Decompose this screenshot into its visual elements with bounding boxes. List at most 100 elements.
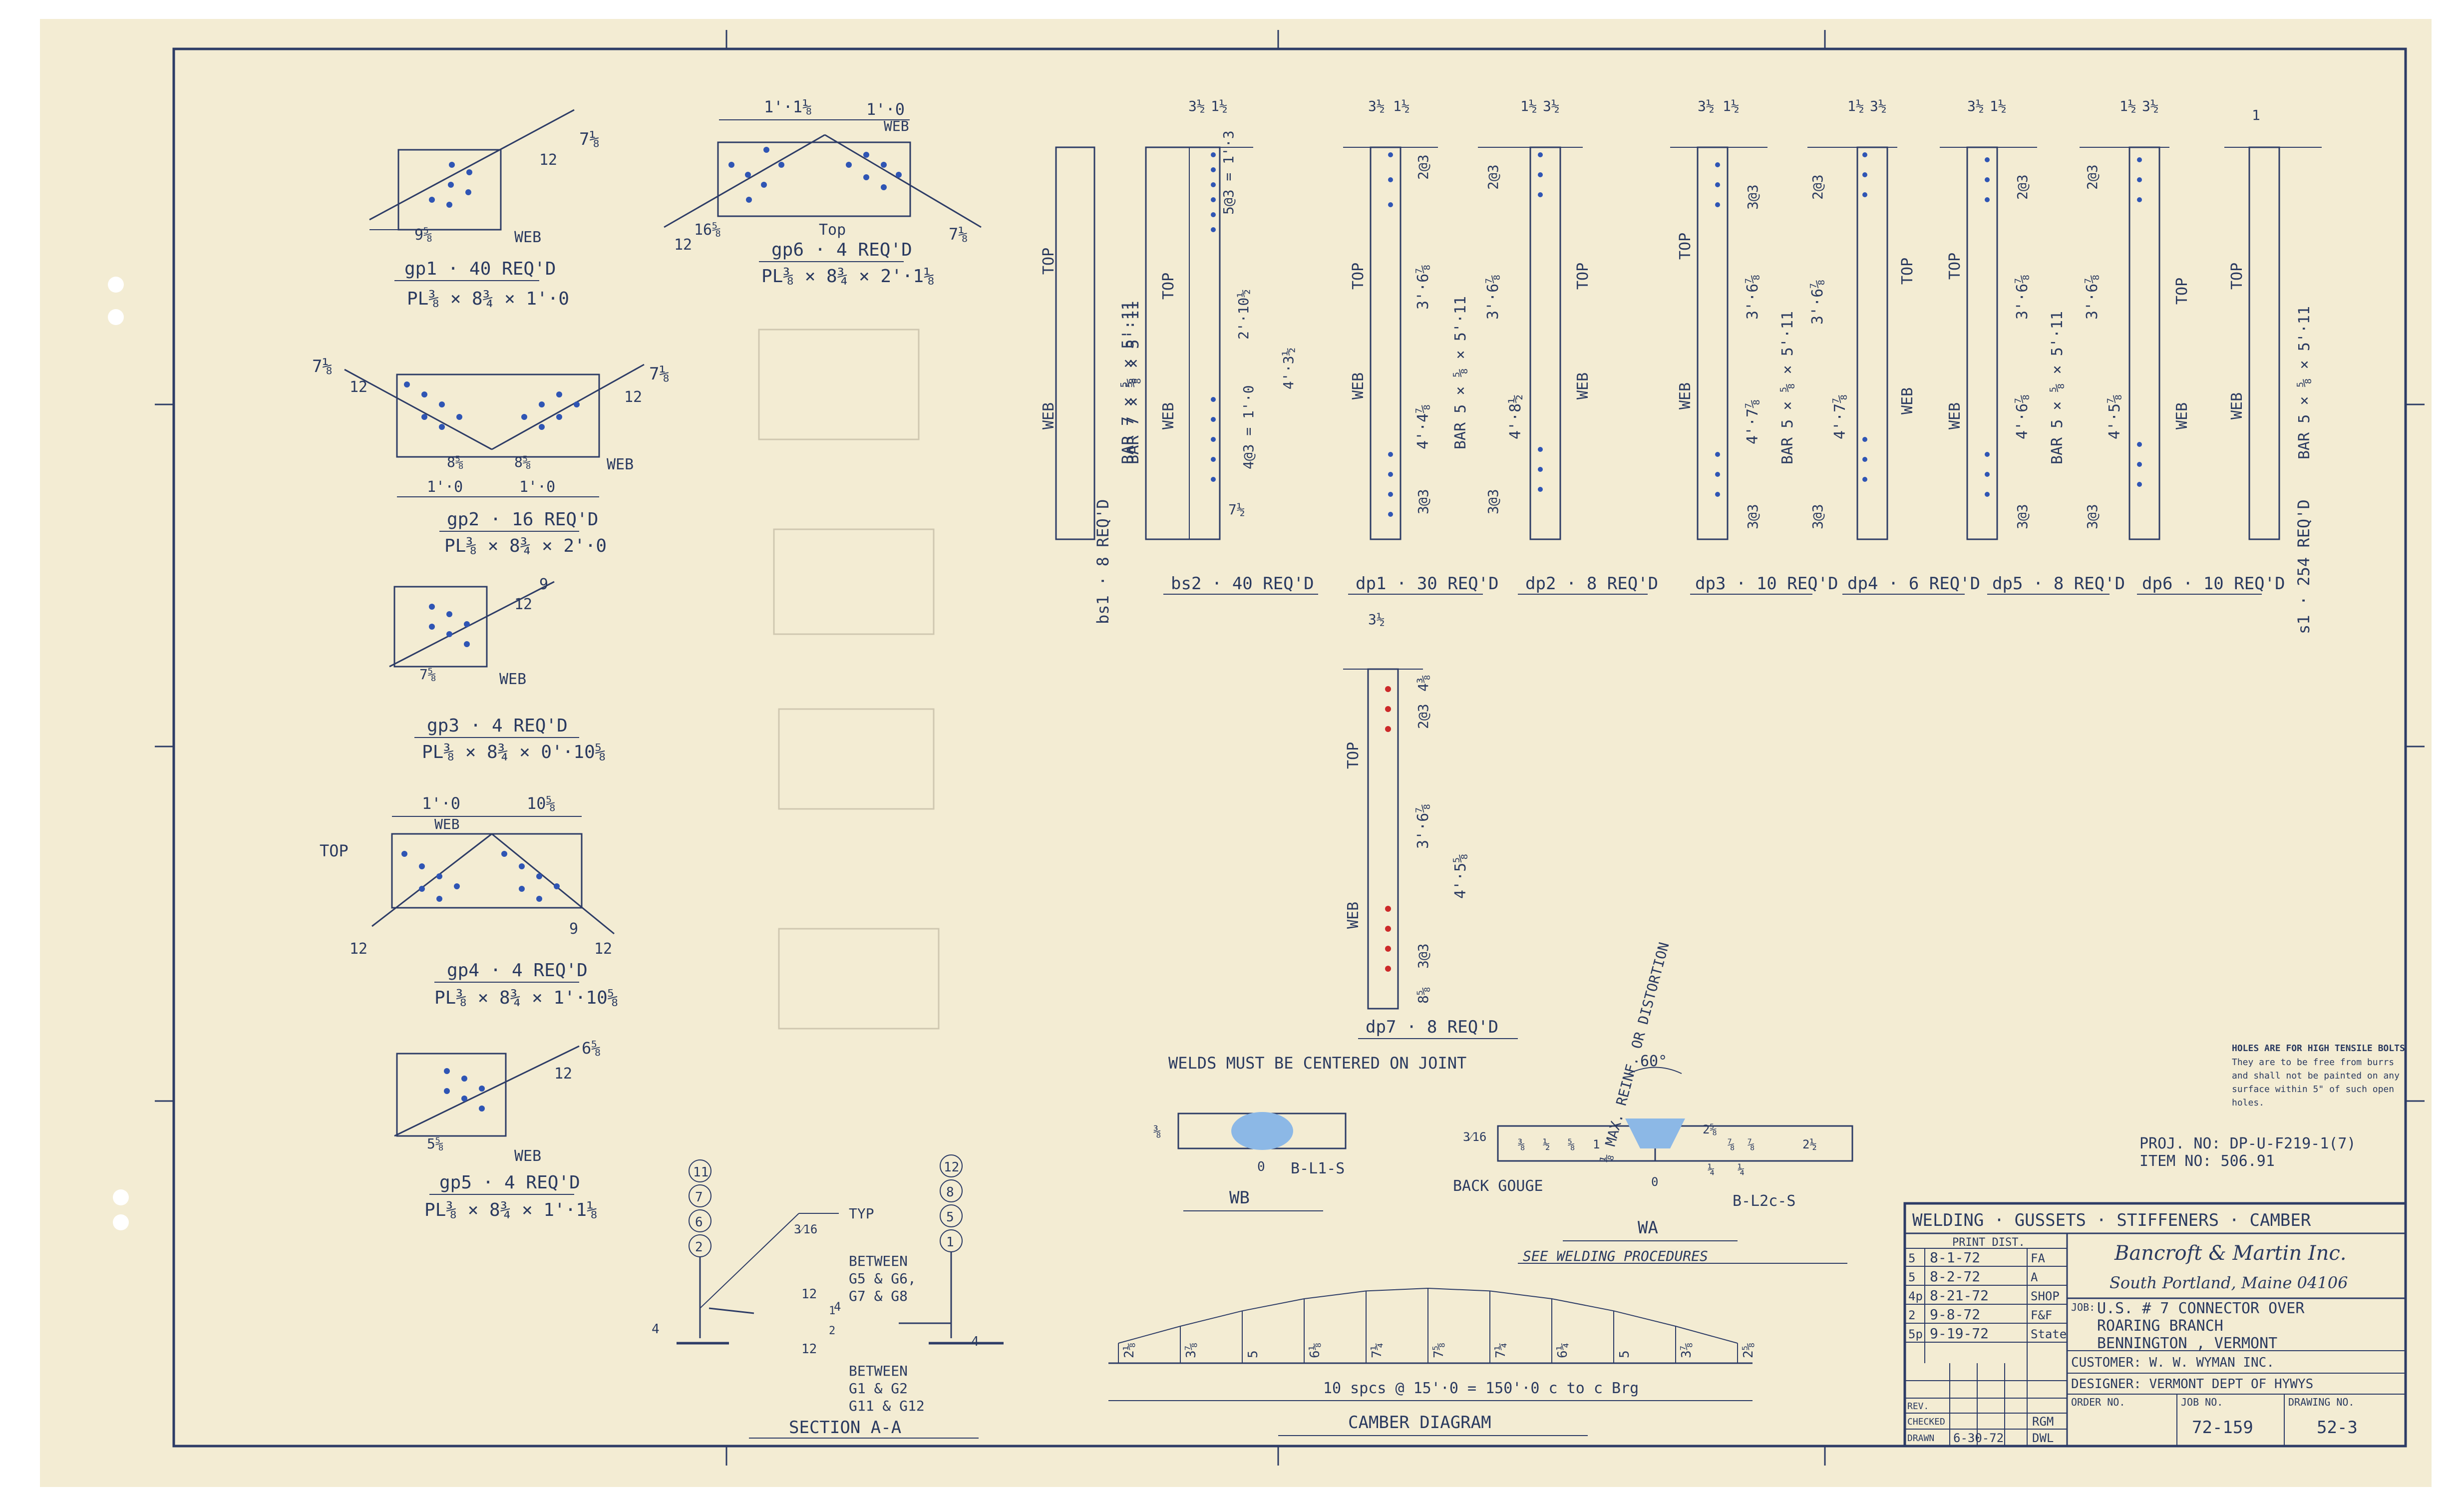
wa-dim-1: ⅜ xyxy=(1518,1137,1525,1151)
dp6-mark: dp6 · 10 REQ'D xyxy=(2142,574,2285,594)
drawing-no-label: DRAWING NO. xyxy=(2288,1396,2354,1408)
between-1-a: BETWEEN xyxy=(849,1253,908,1269)
holes-dp1 xyxy=(1388,152,1393,517)
camber-value: 7¼ xyxy=(1493,1343,1508,1358)
left-stack-2: 6 xyxy=(695,1215,703,1230)
stiffener-dp7: 3½ 2@3 4⅜ 3'·6⅞ 4'·5⅝ 3@3 8⅝ TOP WEB dp7… xyxy=(1343,611,1518,1039)
gp3-dim: 7⅝ xyxy=(419,666,436,683)
camber-value: 3⅞ xyxy=(1184,1343,1199,1358)
dist-cell: 9-19-72 xyxy=(1930,1325,1989,1342)
weld-procedures: SEE WELDING PROCEDURES xyxy=(1523,1248,1708,1264)
wa-dim-4: 1 xyxy=(1593,1137,1600,1151)
gp2-slope-left: 7⅛ xyxy=(312,357,333,376)
right-stack-1: 8 xyxy=(946,1185,954,1200)
holes-note: HOLES ARE FOR HIGH TENSILE BOLTS They ar… xyxy=(2232,1043,2405,1108)
drawn-label: DRAWN xyxy=(1907,1433,1934,1444)
gp3-web-label: WEB xyxy=(499,671,526,688)
dp3-dim-e: 4'·7⅞ xyxy=(1744,399,1761,444)
dp5-mark: dp5 · 8 REQ'D xyxy=(1992,574,2125,594)
holes-dp4 xyxy=(1862,152,1867,482)
wa-label: WA xyxy=(1638,1218,1658,1238)
bs2-web: WEB xyxy=(1160,402,1177,429)
dp4-web: WEB xyxy=(1899,387,1916,414)
dp1-dim-e: 4'·4⅞ xyxy=(1414,404,1432,449)
dp3-top: TOP xyxy=(1677,233,1694,260)
gp5-run: 12 xyxy=(554,1065,572,1083)
dp6-dim-d: 3'·6⅞ xyxy=(2084,275,2101,320)
job-line-2: BENNINGTON , VERMONT xyxy=(2097,1335,2277,1352)
dp1-dim-c: 2@3 xyxy=(1415,154,1431,180)
gp4-web-label: WEB xyxy=(434,816,460,832)
dp5-web: WEB xyxy=(1946,402,1964,429)
dp4-dim-b: 3½ xyxy=(1870,98,1887,114)
dp5-top: TOP xyxy=(1946,253,1964,280)
holes-gp4 xyxy=(401,851,560,902)
dist-cell: A xyxy=(2031,1270,2038,1284)
dp7-dim-d: 3'·6⅞ xyxy=(1414,804,1432,849)
gp4-dim-right: 10⅝ xyxy=(527,794,556,813)
drawn-date: 6-30-72 xyxy=(1953,1431,2004,1445)
paper xyxy=(40,19,2432,1487)
camber-value: 2⅛ xyxy=(1122,1343,1137,1358)
right-stack: 12 8 5 1 xyxy=(940,1154,963,1252)
drawing-no: 52-3 xyxy=(2317,1418,2358,1438)
dp7-dim-c: 4⅜ xyxy=(1415,675,1431,692)
dp3-dim-b: 1½ xyxy=(1723,98,1740,114)
bs2-dim-g: 7½ xyxy=(1228,501,1245,518)
dp1-top: TOP xyxy=(1350,263,1367,290)
gp2-run-left: 12 xyxy=(350,378,367,396)
dp3-mark: dp3 · 10 REQ'D xyxy=(1695,574,1838,594)
camber-value: 2⅝ xyxy=(1741,1343,1756,1358)
dp2-mark: dp2 · 8 REQ'D xyxy=(1525,574,1658,594)
gp4-run-left: 12 xyxy=(350,940,367,958)
wa-dim-3: ⅝ xyxy=(1568,1137,1575,1151)
dp5-dim-e: 4'·6⅞ xyxy=(2014,394,2031,439)
s1-top: TOP xyxy=(2228,263,2246,290)
gp6-web-label: WEB xyxy=(884,118,909,134)
order-no-label: ORDER NO. xyxy=(2071,1396,2125,1408)
punch-hole-bottom xyxy=(113,1189,129,1205)
dp2-dim-b: 3½ xyxy=(1543,98,1560,114)
dp4-dim-f: 3@3 xyxy=(1809,504,1826,529)
dp5-dim-c: 2@3 xyxy=(2014,174,2031,200)
dist-cell: 5 xyxy=(1908,1251,1915,1265)
gp1-slope: 7⅛ xyxy=(579,129,600,149)
gp1-dim: 9⅝ xyxy=(414,226,432,244)
camber-value: 6⅛ xyxy=(1308,1343,1323,1358)
dp3-dim-d: 3'·6⅞ xyxy=(1744,275,1761,320)
gp1-web-label: WEB xyxy=(514,229,541,246)
gp5-web-label: WEB xyxy=(514,1147,541,1165)
wb-code: B-L1-S xyxy=(1291,1160,1345,1177)
holes-note-1: They are to be free from burrs xyxy=(2232,1057,2394,1068)
camber-title: CAMBER DIAGRAM xyxy=(1348,1413,1491,1433)
gp3-slope: 9 xyxy=(539,576,548,593)
dp7-dim-a: 3½ xyxy=(1368,611,1385,628)
gp5-slope: 6⅝ xyxy=(582,1039,601,1058)
bs2-bar: BAR 7 × ⅝ × 5'·11 xyxy=(1123,301,1142,464)
dp5-dim-b: 1½ xyxy=(1990,98,2007,114)
gusset-gp1: 7⅛ 12 WEB 9⅝ gp1 · 40 REQ'D PL⅜ × 8¾ × 1… xyxy=(369,109,600,309)
dist-cell: State xyxy=(2031,1327,2067,1341)
wa-root: 0 xyxy=(1651,1175,1658,1189)
gp6-mark: gp6 · 4 REQ'D xyxy=(771,240,912,260)
right-stack-3: 1 xyxy=(946,1235,954,1250)
stiffener-dp5: 3½ 1½ 2@3 3'·6⅞ 4'·6⅞ 3@3 TOP WEB BAR 5 … xyxy=(1940,98,2125,595)
section-a-a: 11 7 6 2 12 8 5 1 TYP 3⁄16 BETWEEN G5 & … xyxy=(652,1154,1004,1439)
gp4-slope: 9 xyxy=(569,920,578,938)
stiffener-bs1: BAR 7 × ⅝ × 5'·11 TOP WEB bs1 · 8 REQ'D xyxy=(1040,146,1137,624)
s1-dim: 1 xyxy=(2252,107,2260,123)
punch-hole-top-2 xyxy=(108,309,124,325)
job-line-1: ROARING BRANCH xyxy=(2097,1317,2223,1335)
holes-gp1 xyxy=(429,162,472,208)
item-number: ITEM NO: 506.91 xyxy=(2139,1152,2275,1170)
camber-ordinates xyxy=(1118,1288,1738,1363)
s1-mark: s1 · 254 REQ'D xyxy=(2294,499,2313,634)
wb-label: WB xyxy=(1229,1188,1250,1208)
punch-hole-bottom-2 xyxy=(113,1214,129,1230)
bs2-dim-b: 1½ xyxy=(1211,98,1228,114)
holes-bs2 xyxy=(1211,152,1216,482)
wa-dim-10: ¼ xyxy=(1738,1162,1745,1176)
section-title: SECTION A-A xyxy=(789,1418,901,1438)
